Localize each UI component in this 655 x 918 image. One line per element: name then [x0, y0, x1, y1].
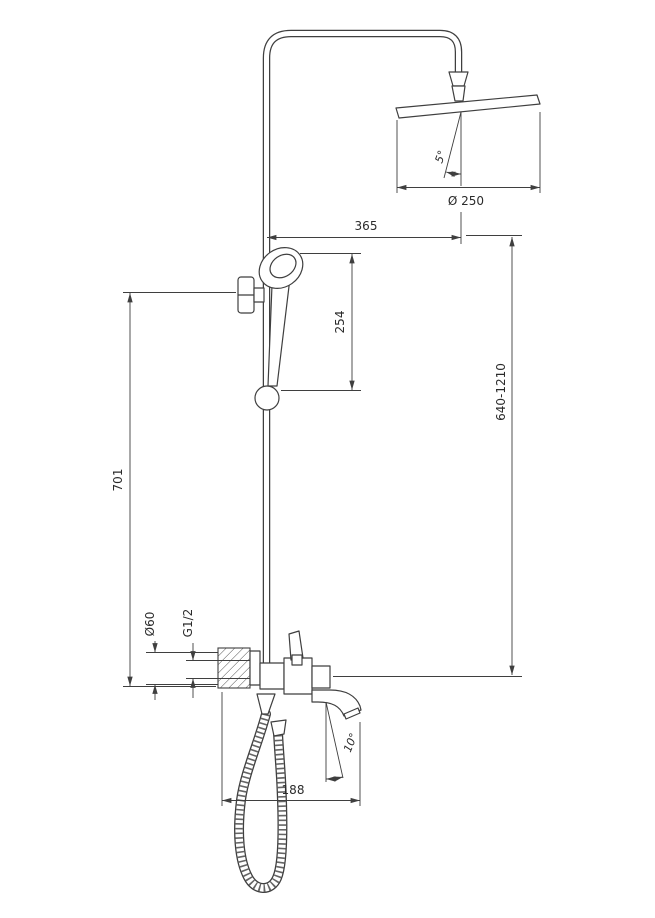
head-connector-nut — [448, 71, 469, 87]
bracket-clamp — [253, 287, 265, 303]
head-plate — [395, 94, 541, 119]
mixer-handle-neck — [291, 654, 303, 666]
dim-label-spray-angle: 5° — [432, 149, 448, 165]
dim-hand-shower-span: 254 — [281, 253, 361, 391]
dim-label-head-offset: 365 — [355, 219, 378, 233]
dim-spout-reach: 188 — [221, 692, 361, 806]
valve-body-right — [311, 665, 331, 689]
dim-label-riser-height: 701 — [111, 469, 125, 492]
dim-label-spout-reach: 188 — [282, 783, 305, 797]
dim-head-offset: 365 — [267, 212, 462, 244]
head-connector-neck — [451, 85, 466, 102]
hose-connector-left — [256, 693, 276, 715]
hose-connector-right — [270, 719, 287, 737]
hand-shower — [237, 246, 304, 411]
hand-shower-pivot — [254, 385, 280, 411]
dim-label-hand-shower-span: 254 — [333, 311, 347, 334]
shower-hose — [234, 693, 288, 893]
mixer-handle-lever — [288, 630, 304, 661]
riser-pipe — [262, 29, 463, 664]
dim-label-flange-diameter: Ø60 — [143, 612, 157, 637]
escutcheon-flange — [249, 650, 261, 686]
mixer-valve — [217, 630, 362, 720]
spray-angle-indicator: 5° — [432, 111, 462, 186]
hand-shower-handle — [267, 277, 291, 387]
dim-flange-diameter: Ø60 — [143, 612, 218, 700]
spout-outlet — [343, 707, 361, 720]
overhead-shower-head — [395, 71, 541, 119]
wall-section — [217, 647, 251, 689]
valve-body-left — [259, 662, 285, 690]
dim-head-diameter: Ø 250 — [396, 112, 541, 208]
dim-thread-size: G1/2 — [181, 609, 250, 698]
hand-shower-head — [258, 246, 304, 290]
dim-label-head-diameter: Ø 250 — [448, 194, 484, 208]
dim-riser-height: 701 — [111, 292, 236, 687]
dim-column-height-range: 640-1210 — [333, 235, 522, 677]
dim-label-column-height-range: 640-1210 — [494, 363, 508, 421]
dim-label-spout-angle: 10° — [341, 731, 360, 754]
dim-label-thread-size: G1/2 — [181, 609, 195, 638]
